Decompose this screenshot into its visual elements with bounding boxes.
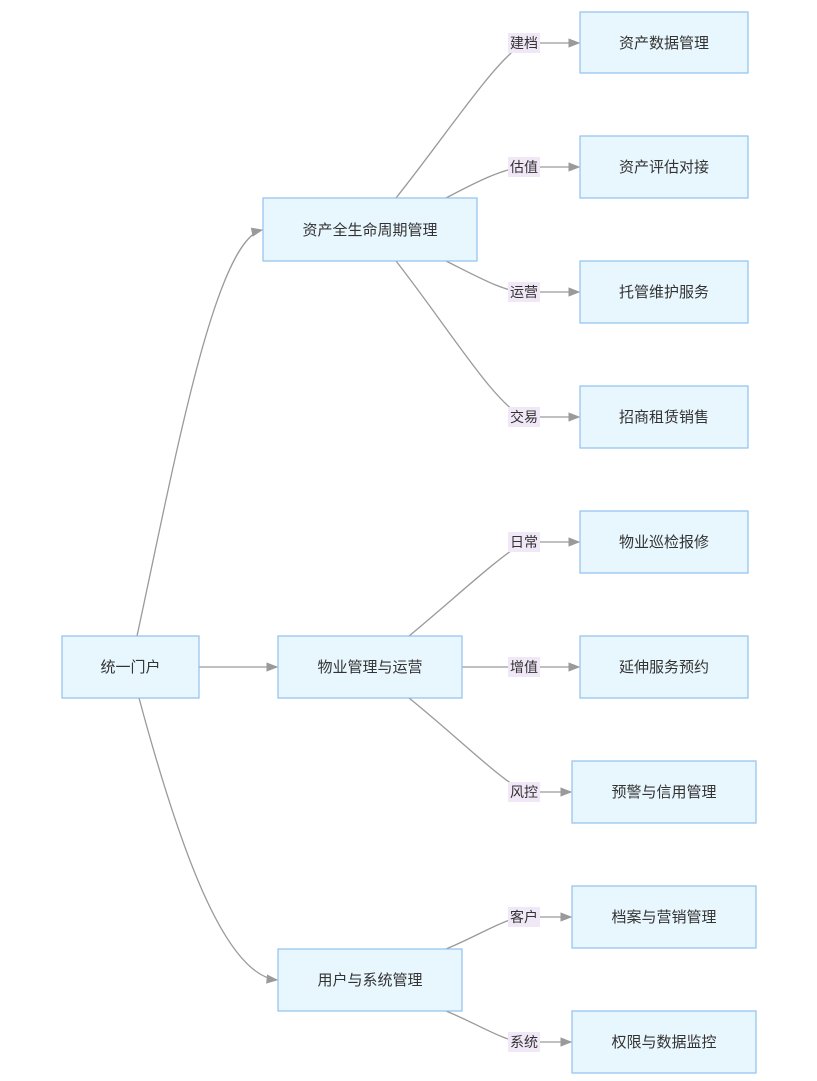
svg-text:风控: 风控	[510, 785, 538, 801]
edge-property-inspection	[408, 537, 581, 637]
node-warning: 预警与信用管理	[571, 760, 757, 824]
edge-portal-asset	[136, 227, 264, 637]
node-portal: 统一门户	[61, 635, 200, 699]
node-asset-data: 资产数据管理	[579, 11, 749, 74]
svg-text:资产全生命周期管理: 资产全生命周期管理	[302, 221, 437, 239]
svg-text:估值: 估值	[510, 160, 538, 176]
node-user-system: 用户与系统管理	[277, 948, 463, 1012]
svg-text:运营: 运营	[510, 285, 538, 301]
svg-text:物业巡检报修: 物业巡检报修	[619, 533, 709, 551]
node-permission: 权限与数据监控	[571, 1010, 757, 1074]
edge-label-build-archive: 建档	[508, 33, 540, 53]
node-asset-eval: 资产评估对接	[579, 135, 749, 199]
edge-label-customer: 客户	[508, 907, 540, 927]
svg-text:客户: 客户	[510, 909, 538, 926]
svg-text:权限与数据监控: 权限与数据监控	[611, 1033, 716, 1051]
svg-text:日常: 日常	[510, 535, 538, 551]
node-asset-lifecycle: 资产全生命周期管理	[262, 197, 478, 262]
svg-text:用户与系统管理: 用户与系统管理	[317, 971, 422, 989]
node-leasing: 招商租赁销售	[579, 385, 749, 449]
edge-property-warning	[408, 697, 573, 797]
node-archive: 档案与营销管理	[571, 885, 757, 949]
edge-label-valuation: 估值	[508, 157, 540, 177]
edge-label-operation: 运营	[508, 282, 540, 302]
edge-asset-leasing	[395, 260, 581, 422]
svg-text:建档: 建档	[510, 36, 538, 52]
svg-text:系统: 系统	[510, 1035, 538, 1051]
node-inspection: 物业巡检报修	[579, 510, 749, 574]
svg-text:档案与营销管理: 档案与营销管理	[611, 908, 716, 926]
svg-text:招商租赁销售: 招商租赁销售	[619, 408, 709, 426]
svg-text:物业管理与运营: 物业管理与运营	[317, 658, 422, 676]
edge-label-system: 系统	[508, 1032, 540, 1052]
edge-label-daily: 日常	[508, 532, 540, 552]
node-extension: 延伸服务预约	[579, 635, 749, 699]
svg-text:延伸服务预约: 延伸服务预约	[619, 658, 709, 676]
edge-label-value-added: 增值	[508, 657, 540, 677]
nodes-layer: 统一门户 资产全生命周期管理 物业管理与运营 用户与系统管理 资产数据管理 资产…	[61, 11, 757, 1074]
edge-label-risk-control: 风控	[508, 782, 540, 802]
svg-text:预警与信用管理: 预警与信用管理	[611, 783, 716, 801]
svg-text:资产评估对接: 资产评估对接	[619, 158, 709, 176]
edge-asset-asset-data	[395, 38, 581, 199]
node-property-operation: 物业管理与运营	[277, 635, 463, 699]
svg-text:统一门户: 统一门户	[100, 658, 160, 676]
svg-text:托管维护服务: 托管维护服务	[619, 283, 709, 301]
svg-text:资产数据管理: 资产数据管理	[619, 34, 709, 52]
edge-labels-layer: 建档 估值 运营 交易 日常 增值 风控 客户	[508, 33, 540, 1052]
node-custody: 托管维护服务	[579, 260, 749, 324]
svg-text:交易: 交易	[510, 409, 538, 426]
svg-text:增值: 增值	[510, 660, 538, 676]
edge-portal-user	[138, 697, 279, 984]
edge-label-transaction: 交易	[508, 407, 540, 427]
